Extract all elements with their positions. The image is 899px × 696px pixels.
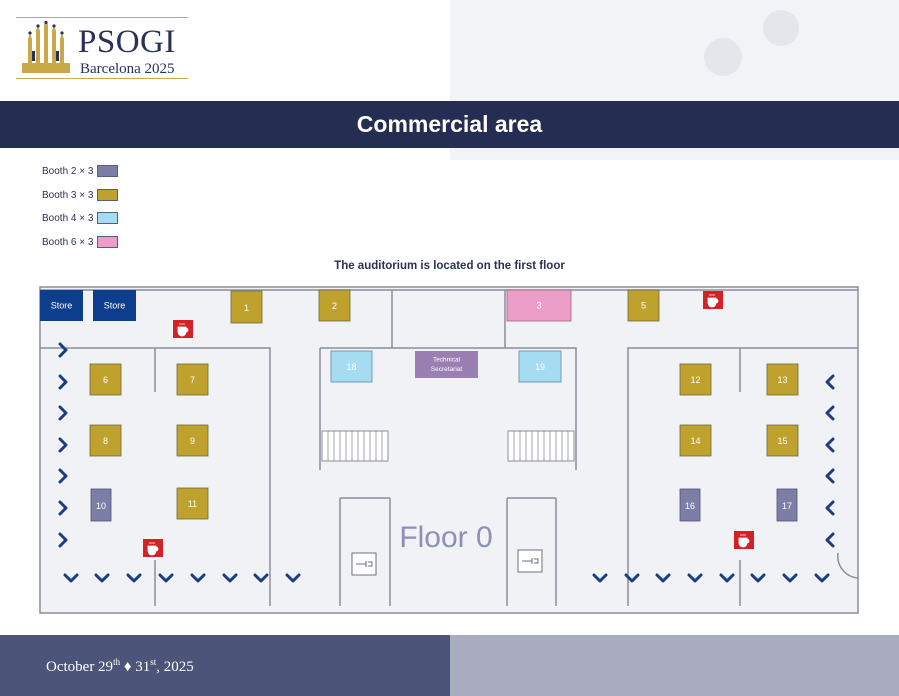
chevron-down-icon (63, 573, 830, 583)
decor-circle (763, 10, 799, 46)
booth-label: 5 (641, 301, 646, 311)
booth-label: 15 (777, 436, 787, 446)
date-end: 31 (135, 659, 151, 675)
legend-swatch (97, 212, 118, 224)
date-year: , 2025 (156, 659, 194, 675)
booth-label: 9 (190, 436, 195, 446)
booth-label: 13 (777, 375, 787, 385)
booth-8[interactable] (89, 424, 122, 457)
booth-13[interactable] (766, 363, 799, 396)
booth-1[interactable] (230, 290, 263, 324)
booth-5[interactable] (627, 289, 660, 322)
coffee-icon (734, 531, 754, 549)
booth-9[interactable] (176, 424, 209, 457)
logo: PSOGI Barcelona 2025 (16, 17, 188, 79)
booth-label: 6 (103, 375, 108, 385)
legend-swatch (97, 165, 118, 177)
sagrada-familia-icon (22, 21, 70, 73)
booth-6[interactable] (89, 363, 122, 396)
coffee-icon (143, 539, 163, 557)
booth-label: 7 (190, 375, 195, 385)
date-start-suffix: th (113, 657, 121, 667)
floor-label: Floor 0 (399, 521, 492, 554)
logo-rule-top (16, 17, 188, 18)
booth-label: 14 (690, 436, 700, 446)
legend-swatch (97, 188, 118, 201)
technical-secretariat[interactable] (415, 351, 478, 378)
footer-decoration (450, 635, 899, 696)
logo-rule-bottom (16, 78, 188, 79)
booth-label: 2 (332, 301, 337, 311)
store-label: Store (104, 301, 126, 311)
stair-treads (327, 431, 569, 461)
chevron-right-icon (58, 342, 68, 548)
footer (0, 635, 450, 696)
booth-label: 12 (690, 375, 700, 385)
logo-title: PSOGI (78, 24, 176, 60)
secretariat-label: Technical (433, 357, 461, 364)
store-label: Store (51, 301, 73, 311)
page-title: Commercial area (356, 111, 543, 137)
decor-circle (704, 38, 742, 76)
legend-label: Booth 6 × 3 (42, 236, 94, 248)
booth-18[interactable] (330, 350, 373, 383)
secretariat-label: Secretariat (431, 366, 463, 373)
booth-14[interactable] (679, 424, 712, 457)
legend-label: Booth 2 × 3 (42, 166, 94, 177)
stairs (321, 430, 575, 462)
booth-label: 16 (685, 501, 695, 511)
booth-label: 17 (782, 501, 792, 511)
legend-label: Booth 3 × 3 (42, 189, 94, 201)
chevron-left-icon (825, 374, 835, 548)
restroom-icon (351, 549, 543, 576)
booth-16[interactable] (679, 488, 701, 522)
coffee-icon (703, 291, 723, 309)
booth-label: 11 (188, 499, 197, 509)
walls (39, 286, 859, 614)
booth-17[interactable] (776, 488, 798, 522)
booth-3[interactable] (506, 289, 572, 322)
event-dates: October 29th ♦ 31st, 2025 (46, 657, 194, 676)
legend-label: Booth 4 × 3 (42, 213, 94, 224)
booth-label: 1 (244, 303, 249, 313)
booth-label: 18 (346, 362, 356, 372)
booth-10[interactable] (90, 488, 112, 522)
coffee-icon (173, 320, 193, 338)
booth-7[interactable] (176, 363, 209, 396)
booth-19[interactable] (518, 350, 562, 383)
booth-12[interactable] (679, 363, 712, 396)
store[interactable] (40, 290, 83, 321)
booth-label: 3 (536, 301, 541, 311)
booth-label: 8 (103, 436, 108, 446)
booth-15[interactable] (766, 424, 799, 457)
logo-subtitle: Barcelona 2025 (80, 61, 175, 77)
store[interactable] (93, 290, 136, 321)
header-band (0, 101, 899, 148)
plan-caption: The auditorium is located on the first f… (334, 260, 565, 272)
date-start: October 29 (46, 659, 114, 675)
floor-plan: Store Store 1 2 3 5 6 7 8 9 10 11 12 13 … (39, 286, 859, 614)
date-separator: ♦ (123, 659, 132, 675)
date-end-suffix: st (150, 657, 157, 667)
legend-swatch (97, 235, 118, 248)
booth-label: 19 (535, 362, 545, 372)
booth-label: 10 (96, 501, 106, 511)
booth-11[interactable] (176, 487, 209, 520)
booth-2[interactable] (318, 289, 351, 322)
